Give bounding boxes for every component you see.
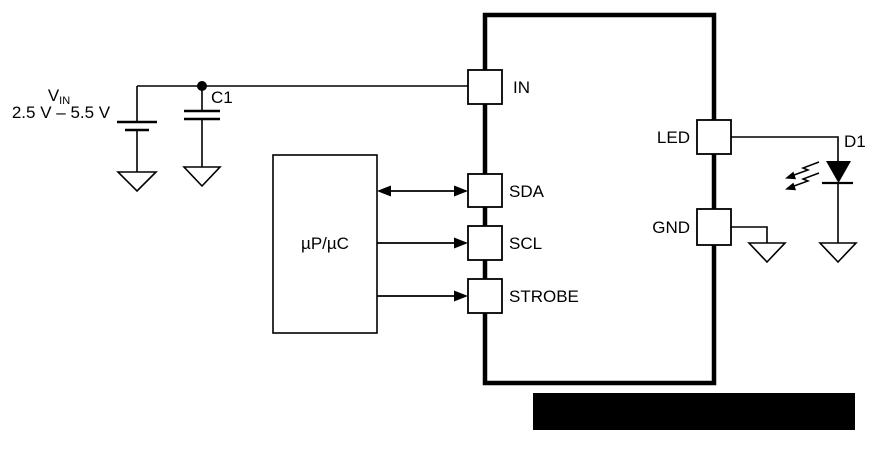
vin-range-label: 2.5 V – 5.5 V [12,103,111,122]
pin-gnd-label: GND [652,218,690,237]
arrowhead-right-icon [454,185,468,197]
wire-gnd-to-ground [731,226,768,243]
ground-icon [818,242,858,264]
pin-strobe-label: STROBE [509,287,579,306]
led-d1-symbol [785,161,853,243]
arrow-sda-bidirectional [377,185,468,197]
diode-triangle [826,161,851,183]
ground-icon [116,171,158,193]
pin-led-label: LED [657,128,690,147]
capacitor-c1-label: C1 [211,88,233,107]
pin-sda [467,173,503,208]
arrowhead-left-icon [377,185,391,197]
led-d1-label: D1 [844,132,866,151]
arrow-strobe [377,290,468,302]
ground-icon [747,242,787,264]
mcu-box [272,154,378,334]
capacitor-c1-symbol [184,86,220,167]
arrowhead-right-icon [454,290,468,302]
arrowhead-right-icon [454,237,468,249]
pin-in-label: IN [513,78,530,97]
mcu-label: µP/µC [301,234,349,253]
led-emission-arrows-icon [785,161,820,191]
wire-led-to-d1 [731,136,839,161]
pin-sda-label: SDA [509,182,545,201]
pin-gnd [696,208,732,246]
vin-label: VIN [48,86,70,107]
ground-icon [182,166,222,188]
redaction-bar [533,393,855,430]
battery-symbol [117,86,157,172]
arrow-scl [377,237,468,249]
pin-scl [467,225,503,261]
pin-scl-label: SCL [509,234,542,253]
pin-led [696,119,732,155]
pin-in [467,69,503,105]
pin-strobe [467,278,503,314]
